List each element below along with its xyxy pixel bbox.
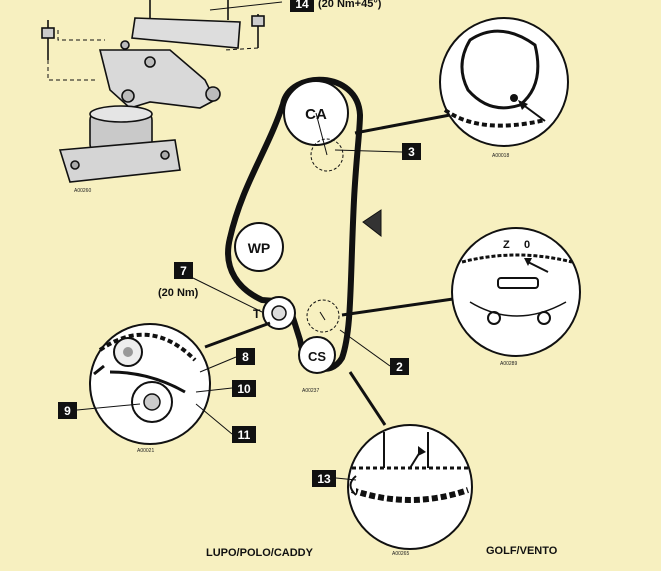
svg-text:3: 3: [408, 145, 415, 159]
t-label: T: [253, 307, 261, 321]
callout-9: 9: [58, 402, 77, 419]
callout-8: 8: [236, 348, 255, 365]
tensioner-detail: A00021: [89, 323, 211, 454]
leader-lines: [204, 113, 461, 426]
torque-7: (20 Nm): [158, 287, 199, 299]
svg-text:14: 14: [295, 0, 309, 11]
svg-text:11: 11: [238, 428, 251, 442]
ca-label: CA: [305, 106, 327, 123]
tensioner-detail-code: A00021: [137, 448, 154, 454]
sprocket-detail: A00265: [347, 424, 473, 557]
rotation-direction-arrow: [362, 209, 382, 238]
crankshaft-pulley: CS: [298, 299, 340, 374]
cs-label: CS: [308, 349, 326, 364]
water-pump-pulley: WP: [234, 222, 284, 272]
callout-14: 14: [290, 0, 314, 12]
torque-14: (20 Nm+45°): [318, 0, 382, 10]
caption-right: GOLF/VENTO: [486, 545, 558, 557]
wp-label: WP: [248, 240, 271, 256]
camshaft-detail: A00018: [439, 17, 569, 159]
callout-10: 10: [232, 380, 256, 397]
svg-text:9: 9: [64, 404, 71, 418]
sprocket-detail-code: A00265: [392, 551, 409, 557]
engine-mount-illustration: [41, 0, 265, 183]
callout-3: 3: [402, 143, 421, 160]
mount-code: A00260: [74, 188, 91, 194]
cs-detail-code: A00237: [302, 388, 319, 394]
ca-detail-code: A00018: [492, 153, 509, 159]
mark-o: 0: [524, 239, 530, 251]
callout-2: 2: [390, 358, 409, 375]
mark-z: Z: [503, 239, 510, 251]
svg-text:7: 7: [180, 264, 187, 278]
callout-11: 11: [232, 426, 256, 443]
svg-text:2: 2: [396, 360, 403, 374]
callout-13: 13: [312, 470, 336, 487]
svg-text:13: 13: [317, 472, 331, 486]
svg-text:8: 8: [242, 350, 249, 364]
callout-7: 7: [174, 262, 193, 279]
timing-mark-detail: Z 0 A00289: [451, 227, 581, 367]
tensioner-pulley: T: [253, 296, 296, 330]
mark-detail-code: A00289: [500, 361, 517, 367]
camshaft-pulley: CA: [283, 80, 349, 172]
caption-left: LUPO/POLO/CADDY: [206, 547, 314, 559]
svg-text:10: 10: [237, 382, 251, 396]
timing-belt: [225, 76, 363, 372]
